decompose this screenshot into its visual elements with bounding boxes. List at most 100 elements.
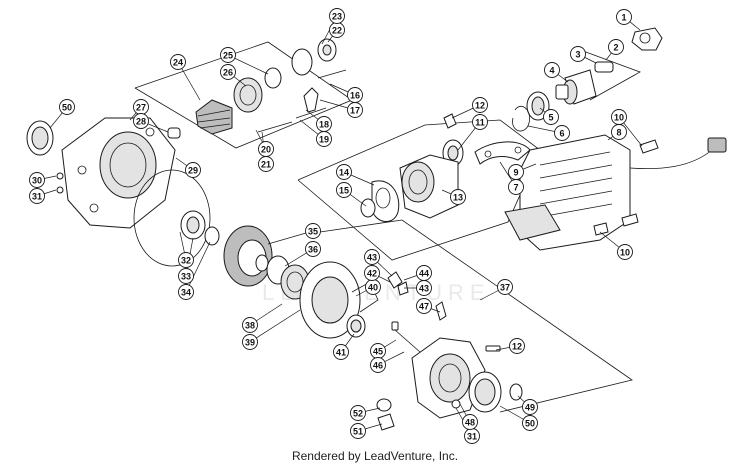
callout-number: 12 — [475, 101, 485, 111]
callout-6[interactable]: 6 — [554, 125, 570, 141]
group-frame-yoke — [574, 47, 641, 101]
callout-51[interactable]: 51 — [350, 423, 366, 439]
callout-circle — [617, 244, 633, 260]
callout-42[interactable]: 42 — [364, 265, 380, 281]
callout-28[interactable]: 28 — [133, 113, 149, 129]
callout-number: 44 — [419, 269, 429, 279]
callout-circle — [29, 188, 45, 204]
callout-number: 22 — [332, 26, 342, 36]
callout-34[interactable]: 34 — [178, 284, 194, 300]
callout-number: 11 — [475, 118, 485, 128]
callout-circle — [472, 97, 488, 113]
callout-8[interactable]: 8 — [611, 124, 627, 140]
callout-38[interactable]: 38 — [242, 317, 258, 333]
fork-and-pins — [387, 271, 447, 353]
callout-33[interactable]: 33 — [178, 268, 194, 284]
callout-44[interactable]: 44 — [416, 265, 432, 281]
callout-number: 38 — [245, 321, 255, 331]
callout-number: 30 — [32, 176, 42, 186]
callout-49[interactable]: 49 — [522, 399, 538, 415]
callout-11[interactable]: 11 — [472, 114, 488, 130]
callout-50[interactable]: 50 — [59, 99, 75, 115]
differential-assembly — [223, 225, 379, 339]
callout-circle — [554, 125, 570, 141]
callout-39[interactable]: 39 — [242, 334, 258, 350]
callout-number: 29 — [188, 166, 198, 176]
callout-5[interactable]: 5 — [543, 109, 559, 125]
callout-number: 6 — [559, 129, 564, 139]
callout-7[interactable]: 7 — [508, 179, 524, 195]
callout-22[interactable]: 22 — [329, 22, 345, 38]
callout-number: 3 — [575, 50, 580, 60]
callout-24[interactable]: 24 — [170, 54, 186, 70]
callout-circle — [472, 114, 488, 130]
callout-10[interactable]: 10 — [611, 109, 627, 125]
callout-2[interactable]: 2 — [608, 39, 624, 55]
callout-31[interactable]: 31 — [464, 428, 480, 444]
callout-circle — [608, 39, 624, 55]
callout-12[interactable]: 12 — [509, 338, 525, 354]
callout-12[interactable]: 12 — [472, 97, 488, 113]
callout-circle — [242, 334, 258, 350]
callout-31[interactable]: 31 — [29, 188, 45, 204]
callout-circle — [611, 109, 627, 125]
callout-number: 10 — [620, 248, 630, 258]
callout-13[interactable]: 13 — [450, 189, 466, 205]
callout-number: 37 — [500, 283, 510, 293]
callout-number: 4 — [549, 66, 554, 76]
callout-20[interactable]: 20 — [258, 141, 274, 157]
callout-48[interactable]: 48 — [462, 414, 478, 430]
callout-32[interactable]: 32 — [178, 252, 194, 268]
callout-15[interactable]: 15 — [336, 182, 352, 198]
callout-4[interactable]: 4 — [544, 62, 560, 78]
callout-50[interactable]: 50 — [522, 415, 538, 431]
callout-number: 48 — [465, 418, 475, 428]
callout-number: 35 — [308, 227, 318, 237]
callout-52[interactable]: 52 — [350, 405, 366, 421]
callout-27[interactable]: 27 — [133, 99, 149, 115]
callout-number: 8 — [616, 128, 621, 138]
callout-number: 31 — [32, 192, 42, 202]
callout-36[interactable]: 36 — [305, 241, 321, 257]
callout-circle — [305, 223, 321, 239]
callout-circle — [59, 99, 75, 115]
callout-30[interactable]: 30 — [29, 172, 45, 188]
callout-47[interactable]: 47 — [416, 298, 432, 314]
callout-45[interactable]: 45 — [370, 343, 386, 359]
callout-18[interactable]: 18 — [316, 116, 332, 132]
callout-number: 32 — [181, 256, 191, 266]
callout-10[interactable]: 10 — [617, 244, 633, 260]
callout-26[interactable]: 26 — [220, 64, 236, 80]
callout-number: 20 — [261, 145, 271, 155]
callout-number: 46 — [373, 361, 383, 371]
callout-circle — [336, 164, 352, 180]
callout-circle — [350, 423, 366, 439]
callout-16[interactable]: 16 — [347, 87, 363, 103]
callout-23[interactable]: 23 — [329, 8, 345, 24]
callout-40[interactable]: 40 — [365, 279, 381, 295]
callout-3[interactable]: 3 — [570, 46, 586, 62]
callout-circle — [543, 109, 559, 125]
leader-line — [185, 241, 211, 293]
pinion-assembly — [167, 38, 347, 139]
callout-14[interactable]: 14 — [336, 164, 352, 180]
callout-29[interactable]: 29 — [185, 162, 201, 178]
callout-21[interactable]: 21 — [258, 156, 274, 172]
callout-circle — [305, 241, 321, 257]
callout-25[interactable]: 25 — [220, 47, 236, 63]
callout-35[interactable]: 35 — [305, 223, 321, 239]
callout-1[interactable]: 1 — [616, 9, 632, 25]
callout-43[interactable]: 43 — [364, 249, 380, 265]
callout-46[interactable]: 46 — [370, 357, 386, 373]
callout-9[interactable]: 9 — [508, 164, 524, 180]
callout-number: 52 — [353, 409, 363, 419]
callout-number: 47 — [419, 302, 429, 312]
callout-37[interactable]: 37 — [497, 279, 513, 295]
callout-43[interactable]: 43 — [416, 280, 432, 296]
callout-41[interactable]: 41 — [333, 344, 349, 360]
callout-number: 16 — [350, 91, 360, 101]
callout-number: 36 — [308, 245, 318, 255]
callout-number: 41 — [336, 348, 346, 358]
callout-19[interactable]: 19 — [316, 131, 332, 147]
callout-17[interactable]: 17 — [347, 102, 363, 118]
